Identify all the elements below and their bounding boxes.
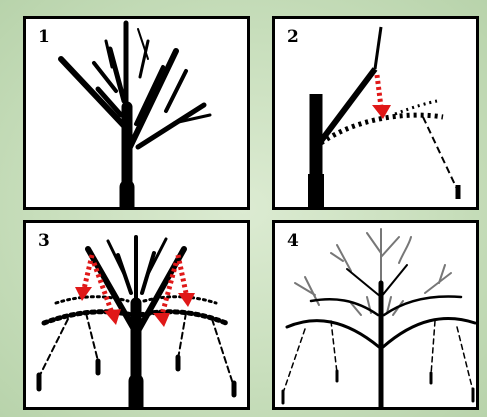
tie-string (422, 116, 458, 190)
spread-branch-dotted (54, 295, 130, 305)
tree-training-illustration (36, 235, 237, 407)
tie-string (85, 312, 99, 362)
scaffold-branch (309, 298, 380, 317)
branch (95, 86, 124, 118)
branch (107, 46, 127, 104)
branch (135, 102, 207, 150)
tie-string (282, 328, 306, 394)
branch (58, 56, 130, 132)
panel-number: 1 (38, 27, 50, 47)
branch (380, 264, 408, 298)
new-growth (294, 228, 452, 316)
tie-string (456, 326, 474, 392)
branch (106, 239, 128, 280)
tie-string (430, 320, 436, 376)
branch (92, 61, 118, 93)
spread-branch-dotted (142, 295, 218, 305)
trained-tree-illustration (281, 228, 476, 407)
panel-number: 3 (38, 231, 50, 251)
branch (127, 48, 179, 150)
panel-2: 2 (272, 16, 479, 210)
tie-string (177, 312, 187, 360)
branch (346, 268, 382, 298)
branch (138, 39, 150, 79)
scaffold-branch (382, 295, 463, 317)
spread-branch-dotted (41, 309, 135, 326)
branch (135, 246, 187, 334)
panel-number: 2 (287, 27, 299, 47)
upright-branch (318, 67, 378, 143)
scaffold-branch (381, 317, 476, 349)
tie-string (39, 318, 69, 376)
bend-arrow (75, 254, 195, 327)
branch (104, 39, 114, 69)
branch (144, 237, 168, 280)
panel-3: 3 (23, 220, 250, 410)
branch (134, 65, 165, 126)
branch (164, 69, 188, 113)
tie-string (330, 320, 338, 374)
branch (137, 28, 149, 60)
spread-branch-dotted (137, 309, 229, 326)
panel-number: 4 (287, 231, 299, 251)
tree-illustration (58, 20, 212, 207)
branch-illustration (308, 26, 461, 207)
branch-tip-dotted (394, 99, 438, 116)
panel-1: 1 (23, 16, 250, 210)
upright-branch (373, 26, 383, 70)
panel-4: 4 (272, 220, 479, 410)
tie-string (211, 318, 235, 388)
spread-branch-dotted (319, 112, 444, 146)
bend-arrow (372, 74, 391, 119)
branch (172, 113, 212, 125)
